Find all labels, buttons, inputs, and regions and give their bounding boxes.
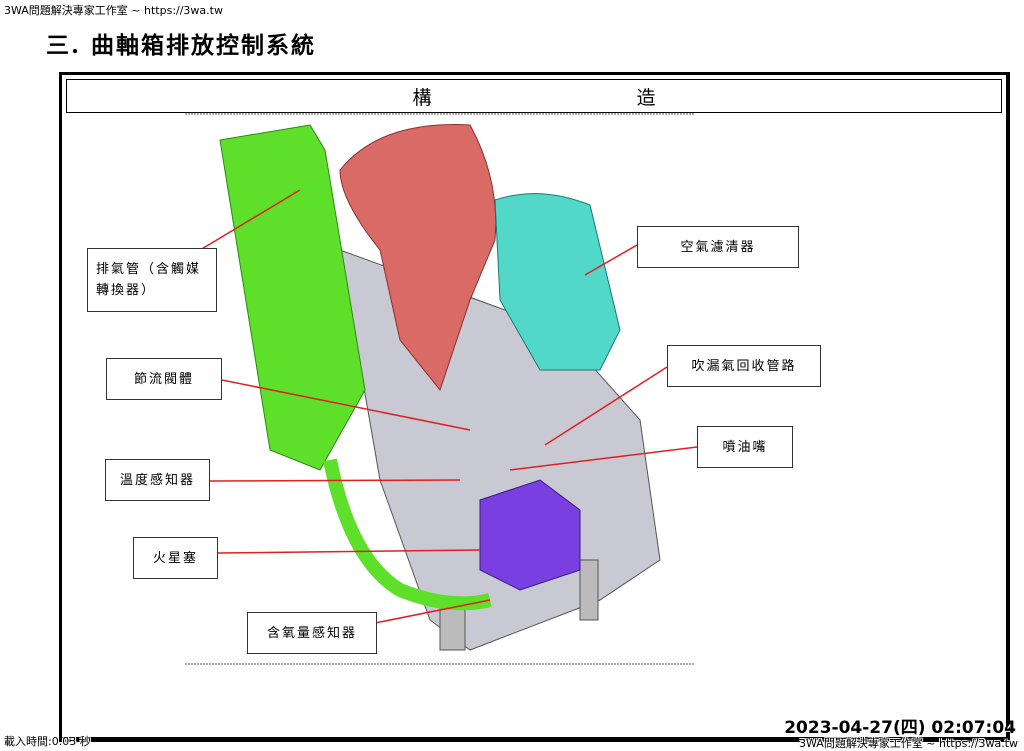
page-title: 三. 曲軸箱排放控制系統 (46, 32, 317, 59)
label-exhaust: 排氣管（含觸媒轉換器） (87, 248, 217, 312)
label-injector: 噴油嘴 (697, 426, 793, 468)
diagram-frame: 構 造 (59, 72, 1010, 742)
timestamp: 2023-04-27(四) 02:07:04 (784, 718, 1016, 738)
intake-manifold (339, 124, 497, 392)
label-o2-sensor: 含氧量感知器 (247, 612, 377, 654)
load-time: 載入時間:0.03 秒 (4, 735, 91, 748)
table-header: 構 造 (66, 79, 1002, 113)
header-right: 造 (636, 86, 656, 109)
exhaust-pipe (219, 124, 366, 471)
watermark-bottom: 3WA問題解決專家工作室 ~ https://3wa.tw (799, 737, 1018, 750)
label-air-filter: 空氣濾清器 (637, 226, 799, 268)
label-throttle: 節流閥體 (106, 358, 222, 400)
header-left: 構 (412, 86, 432, 109)
watermark-top: 3WA問題解決專家工作室 ~ https://3wa.tw (4, 4, 223, 17)
label-temp-sensor: 溫度感知器 (105, 459, 210, 501)
cover (479, 479, 581, 591)
label-spark-plug: 火星塞 (133, 537, 218, 579)
air-filter (494, 193, 621, 371)
label-blowby: 吹漏氣回收管路 (667, 345, 821, 387)
